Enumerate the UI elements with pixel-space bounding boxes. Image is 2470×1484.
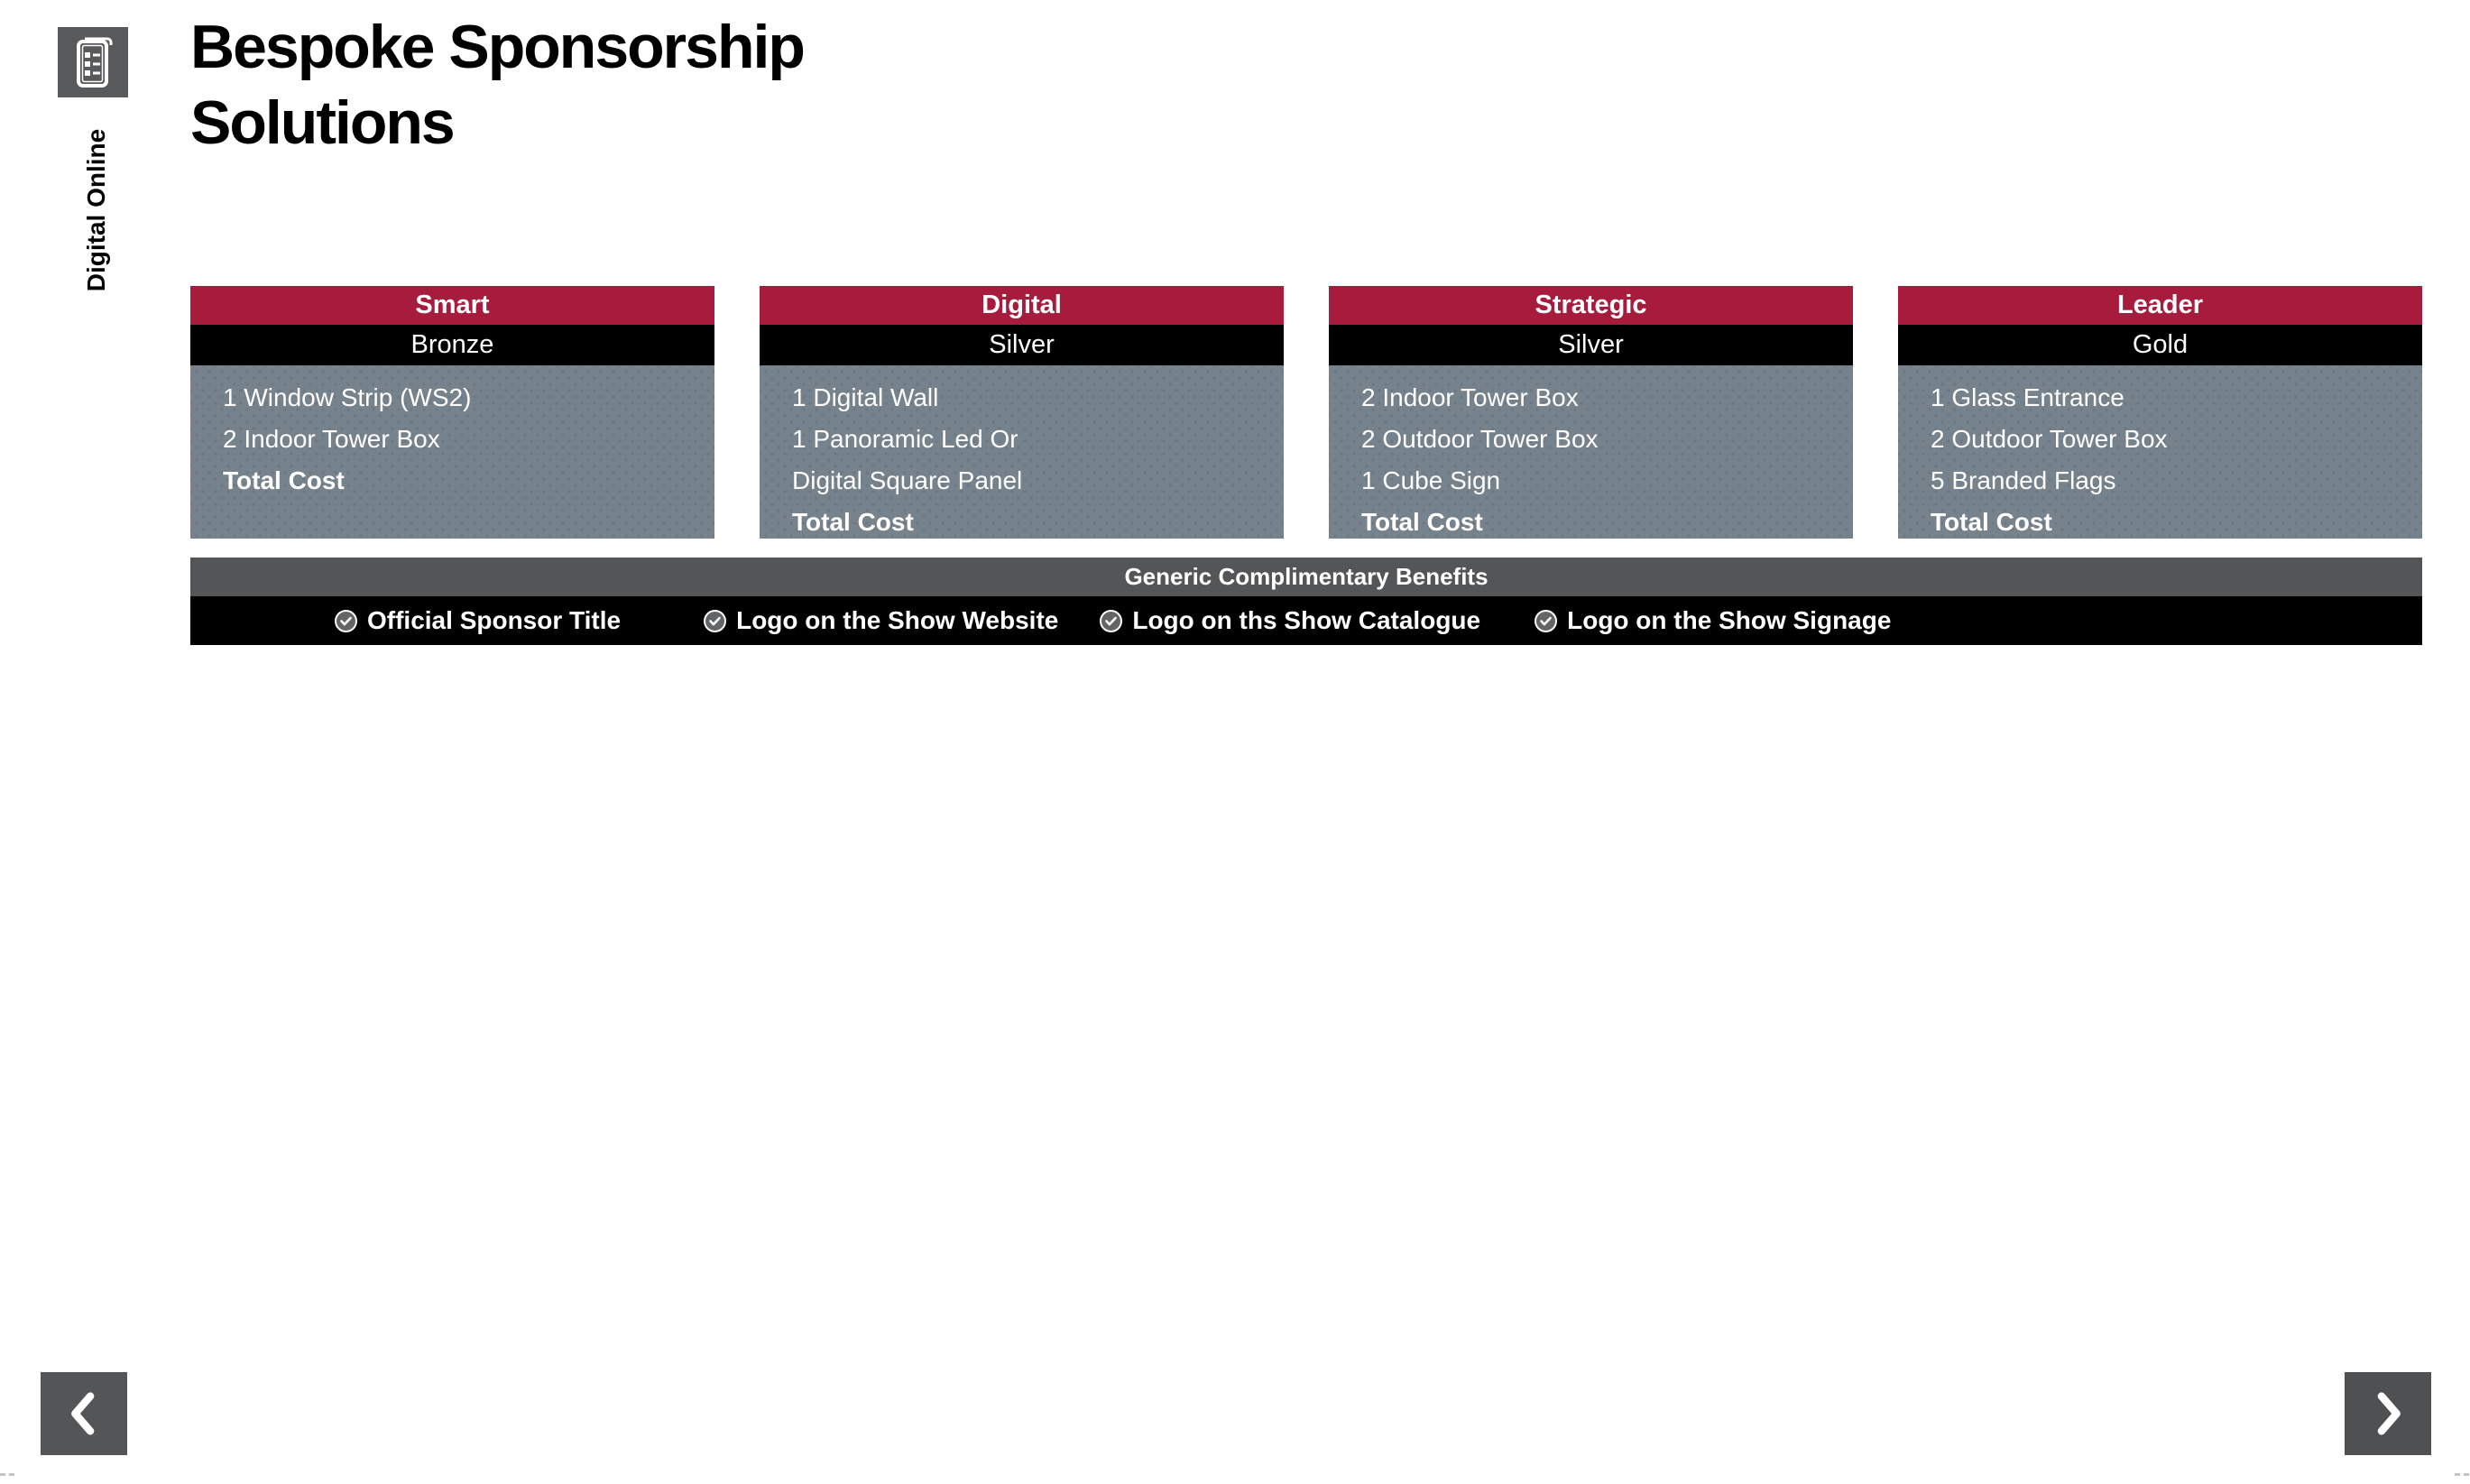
package-tier: Silver [760, 325, 1284, 365]
package-item: 5 Branded Flags [1931, 466, 2116, 494]
chevron-left-icon [71, 1392, 95, 1435]
package-item: 1 Glass Entrance [1931, 383, 2124, 411]
package-name: Strategic [1329, 286, 1853, 325]
check-circle-icon [1534, 609, 1558, 633]
package-card-strategic: Strategic Silver 2 Indoor Tower Box 2 Ou… [1329, 286, 1853, 539]
package-name: Leader [1898, 286, 2422, 325]
check-circle-icon [703, 609, 727, 633]
next-button[interactable] [2345, 1372, 2431, 1455]
package-card-digital: Digital Silver 1 Digital Wall 1 Panorami… [760, 286, 1284, 539]
package-items: 1 Window Strip (WS2) 2 Indoor Tower Box … [190, 365, 714, 539]
check-circle-icon [334, 609, 358, 633]
package-item: Digital Square Panel [792, 466, 1023, 494]
benefit-logo-show-catalogue: Logo on ths Show Catalogue [1099, 606, 1480, 635]
package-items: 1 Digital Wall 1 Panoramic Led Or Digita… [760, 365, 1284, 539]
package-item: 2 Outdoor Tower Box [1931, 425, 2168, 453]
check-circle-icon [1099, 609, 1123, 633]
package-item: 1 Panoramic Led Or [792, 425, 1018, 453]
benefits-row: Official Sponsor Title Logo on the Show … [190, 596, 2422, 645]
total-cost-label: Total Cost [1931, 508, 2052, 536]
benefits-header: Generic Complimentary Benefits [190, 558, 2422, 596]
package-item: 2 Indoor Tower Box [1361, 383, 1579, 411]
benefits-strip: Generic Complimentary Benefits Official … [190, 558, 2422, 645]
digital-tablet-icon [77, 37, 113, 88]
digital-online-icon [58, 27, 128, 97]
page-edge-mark [0, 1473, 14, 1476]
package-items: 1 Glass Entrance 2 Outdoor Tower Box 5 B… [1898, 365, 2422, 539]
chevron-right-icon [2377, 1392, 2401, 1435]
package-item: 2 Outdoor Tower Box [1361, 425, 1599, 453]
package-item: 1 Window Strip (WS2) [223, 383, 472, 411]
benefit-logo-show-website: Logo on the Show Website [703, 606, 1058, 635]
benefit-label: Logo on the Show Signage [1567, 606, 1892, 634]
page-title-line1: Bespoke Sponsorship [190, 13, 806, 81]
page-title: Bespoke Sponsorship Solutions [190, 9, 806, 161]
benefit-official-sponsor-title: Official Sponsor Title [334, 606, 621, 635]
package-item: 2 Indoor Tower Box [223, 425, 440, 453]
benefit-label: Logo on the Show Website [736, 606, 1059, 634]
benefit-label: Official Sponsor Title [367, 606, 622, 634]
package-tier: Gold [1898, 325, 2422, 365]
total-cost-label: Total Cost [792, 508, 914, 536]
package-cards: Smart Bronze 1 Window Strip (WS2) 2 Indo… [190, 286, 2422, 539]
package-item: 1 Cube Sign [1361, 466, 1501, 494]
category-label: Digital Online [82, 128, 110, 292]
package-name: Smart [190, 286, 714, 325]
total-cost-label: Total Cost [223, 466, 345, 494]
package-card-smart: Smart Bronze 1 Window Strip (WS2) 2 Indo… [190, 286, 714, 539]
total-cost-label: Total Cost [1361, 508, 1483, 536]
benefit-label: Logo on ths Show Catalogue [1132, 606, 1481, 634]
package-name: Digital [760, 286, 1284, 325]
package-tier: Bronze [190, 325, 714, 365]
page-edge-mark [2455, 1473, 2469, 1476]
package-card-leader: Leader Gold 1 Glass Entrance 2 Outdoor T… [1898, 286, 2422, 539]
benefit-logo-show-signage: Logo on the Show Signage [1534, 606, 1891, 635]
package-tier: Silver [1329, 325, 1853, 365]
page-title-line2: Solutions [190, 88, 456, 157]
package-items: 2 Indoor Tower Box 2 Outdoor Tower Box 1… [1329, 365, 1853, 539]
prev-button[interactable] [41, 1372, 127, 1455]
package-item: 1 Digital Wall [792, 383, 939, 411]
